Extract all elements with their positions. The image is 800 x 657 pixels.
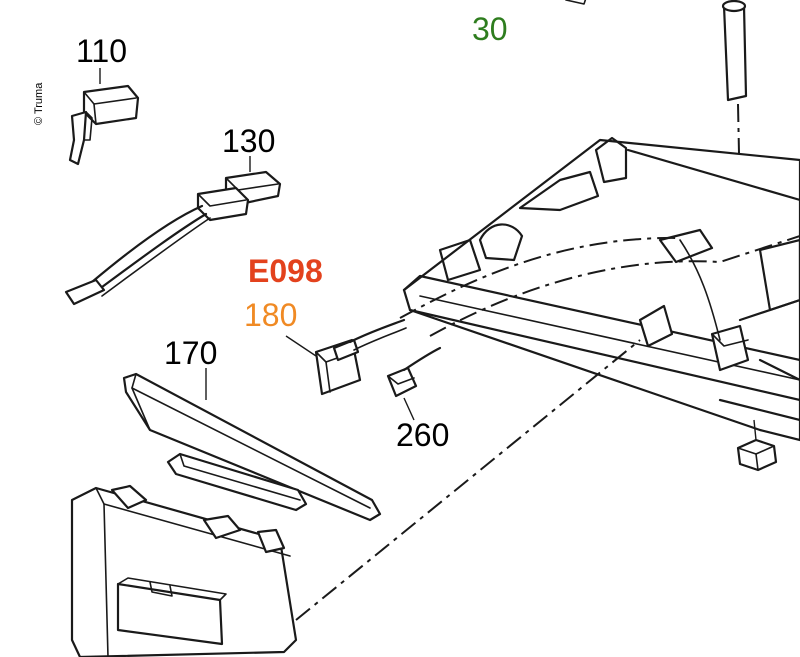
leader-260 [403, 397, 415, 421]
cable-line-a [399, 236, 681, 319]
part-130-wire-harness [64, 170, 282, 306]
cable-line-c [679, 239, 721, 341]
copyright-text: © Truma [33, 82, 45, 125]
cable-line-b [429, 235, 800, 337]
label-part-170: 170 [164, 335, 217, 371]
leader-180 [285, 335, 317, 357]
main-frame [402, 136, 800, 442]
label-part-110: 110 [76, 33, 127, 69]
part-110-clip [68, 84, 140, 166]
label-part-30: 30 [472, 11, 508, 47]
label-part-260: 260 [396, 417, 449, 453]
part-30-pin [565, 0, 748, 102]
part-nut [736, 419, 778, 472]
part-strip [166, 452, 308, 512]
part-front-housing [70, 484, 298, 657]
assembly-line [295, 339, 641, 621]
part-170-cover [122, 372, 382, 522]
label-part-180: 180 [244, 297, 297, 333]
part-180-micro-switch [314, 318, 407, 396]
label-part-e098: E098 [248, 253, 323, 289]
label-part-130: 130 [222, 123, 275, 159]
part-260-connector [386, 346, 442, 398]
